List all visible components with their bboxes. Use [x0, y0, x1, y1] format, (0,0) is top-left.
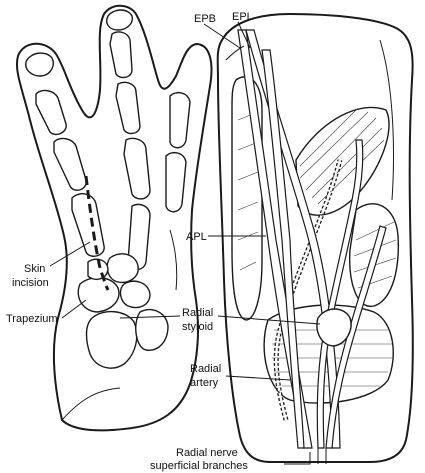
radius-distal: [85, 311, 138, 369]
label-radial-artery-1: Radial: [190, 363, 221, 375]
right-dissection-panel: [216, 13, 414, 463]
ulna-distal: [135, 308, 169, 351]
label-epl: EPL: [232, 11, 253, 23]
radial-nerve-branch-2: [325, 225, 387, 449]
label-epb: EPB: [194, 13, 216, 25]
thumb-distal-phalanx: [35, 89, 67, 136]
index-proximal-phalanx: [123, 137, 151, 200]
label-radial-nerve-1: Radial nerve: [176, 447, 238, 459]
index-distal-phalanx: [109, 31, 133, 79]
radial-styloid: [316, 308, 352, 347]
label-radial-styloid-1: Radial: [182, 307, 213, 319]
label-radial-nerve-2: superficial branches: [150, 460, 248, 472]
middle-finger-proximal: [165, 151, 187, 213]
carpal-bone-1: [106, 253, 139, 284]
epl-tendon: [245, 29, 341, 449]
fingernail: [106, 9, 133, 31]
label-skin-incision-1: Skin: [24, 263, 45, 275]
apl-tendon: [261, 49, 305, 449]
label-trapezium: Trapezium: [6, 313, 58, 325]
labels: EPB EPL APL Skin incision Trapezium Radi…: [6, 11, 253, 472]
label-radial-artery-2: artery: [190, 377, 219, 389]
label-skin-incision-2: incision: [12, 277, 49, 289]
label-radial-styloid-2: styloid: [182, 321, 213, 333]
leader-lines: [49, 21, 327, 465]
index-middle-phalanx: [115, 81, 141, 135]
thumb-metacarpal: [71, 193, 105, 257]
carpal-bone-2: [119, 280, 151, 309]
middle-finger-phalanx: [169, 91, 191, 149]
muscle-belly-upper: [295, 106, 390, 216]
thumbnail: [25, 52, 54, 77]
label-apl: APL: [186, 231, 207, 243]
left-hand-panel: [15, 4, 213, 432]
